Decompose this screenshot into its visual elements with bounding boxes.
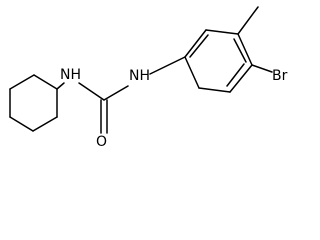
bond — [32, 116, 58, 132]
bond — [184, 56, 200, 89]
aromatic-inner-bond — [226, 63, 245, 87]
bond — [205, 29, 239, 35]
ring-nitrogen-label: NH — [60, 67, 81, 83]
aromatic-inner-bond — [189, 34, 209, 58]
amide-nitrogen-label: NH — [129, 68, 150, 84]
bond — [78, 82, 105, 101]
bond — [9, 116, 34, 132]
bond — [184, 29, 207, 58]
bond — [9, 74, 35, 90]
bond — [103, 85, 129, 101]
substituents — [237, 6, 273, 73]
bond — [237, 33, 253, 66]
bond — [33, 74, 58, 90]
bond — [229, 64, 253, 93]
aromatic-inner-bond — [233, 38, 247, 63]
bromine-bond — [251, 64, 273, 73]
oxygen-label: O — [96, 134, 107, 150]
benzene-ring — [184, 29, 253, 93]
chemical-structure-diagram: NH NH O Br — [9, 6, 288, 150]
piperidine-ring — [9, 74, 105, 132]
bond — [198, 87, 231, 93]
methyl-bond — [237, 6, 259, 35]
bond — [56, 82, 65, 90]
amide-group — [100, 56, 186, 134]
bond — [149, 56, 186, 75]
bromine-label: Br — [272, 68, 288, 84]
